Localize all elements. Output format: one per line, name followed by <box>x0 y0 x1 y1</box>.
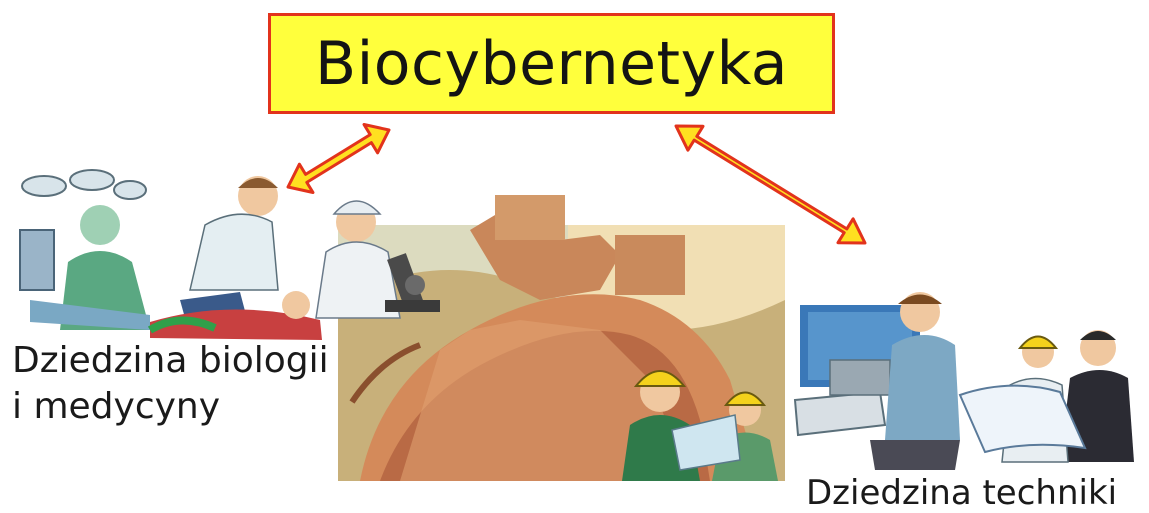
technology-label: Dziedzina techniki <box>806 474 1117 512</box>
biology-label-line-2: i medycyny <box>12 384 329 430</box>
title-box: Biocybernetyka <box>268 13 835 114</box>
surgeon-figure <box>20 170 150 330</box>
double-arrow-left <box>288 125 389 193</box>
engineers-blueprint-figure <box>960 330 1134 462</box>
title-text: Biocybernetyka <box>315 29 788 99</box>
biology-label-line-1: Dziedzina biologii <box>12 338 329 384</box>
paramedic-figure <box>150 176 322 340</box>
engineer-computer-figure <box>795 292 960 470</box>
biology-medicine-label: Dziedzina biologii i medycyny <box>12 338 329 430</box>
